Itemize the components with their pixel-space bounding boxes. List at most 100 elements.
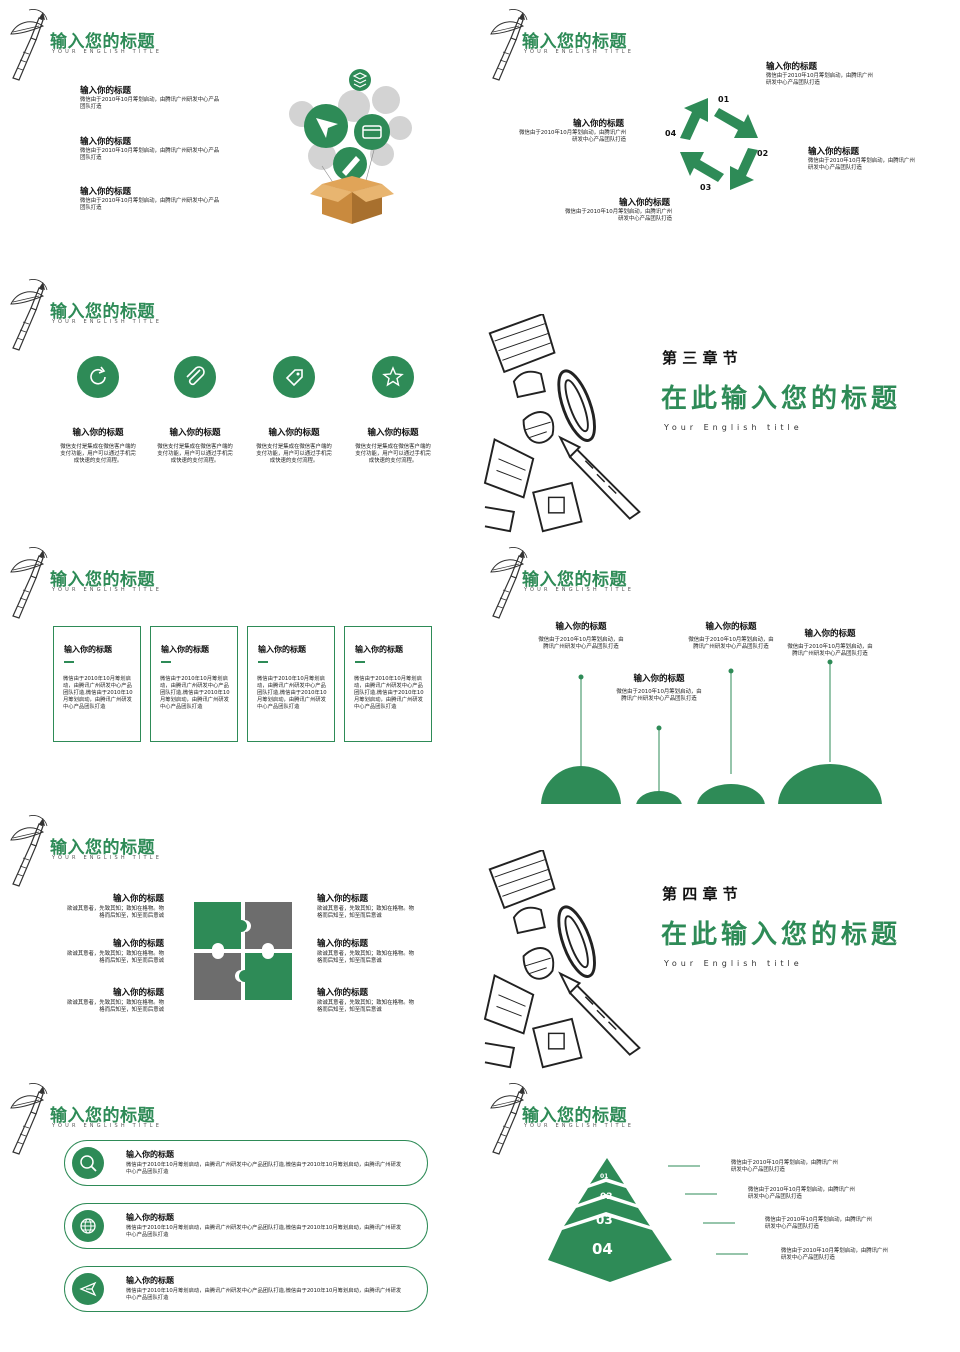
item-text: 微信支付是集成在微信客户端的支付功能，用户可以通过手机完成快速的支付流程。 [157,444,233,464]
brush-leaf-illustration [10,546,48,619]
slide-subtitle: YOUR ENGLISH TITLE [524,587,635,593]
item-text: 微信由于2010年10月筹划启动，由腾讯广州研发中心产品团队打造 [731,1160,838,1173]
item-text: 微信支付是集成在微信客户端的支付功能，用户可以通过手机完成快速的支付流程。 [256,444,332,464]
item-title: 输入你的标题 [367,428,419,438]
card-divider [64,661,74,663]
item-title: 输入你的标题 [618,198,670,208]
item-title: 输入你的标题 [317,939,369,949]
item-text: 微信由于2010年10月筹划启动，由腾讯广州研发中心产品团队打造 [766,73,873,86]
item-text: 欲诚其意者，先致其知；致知在格物。物格而后知至，知至而后意诚 [317,951,415,964]
card-text: 微信由于2010年10月筹划启动，由腾讯广州研发中心产品团队打造,微信由于201… [354,676,424,710]
brush-leaf-illustration [10,814,48,887]
slide-1: 输入您的标题 YOUR ENGLISH TITLE 输入你的标题 微信由于201… [2,0,478,266]
item-text: 微信由于2010年10月筹划启动，由腾讯广州研发中心产品团队打造 [519,130,626,143]
slide-9: 输入您的标题 YOUR ENGLISH TITLE 输入你的标题 微信由于201… [2,1074,478,1340]
item-text: 微信由于2010年10月筹划启动，由腾讯广州研发中心产品团队打造 [616,689,702,702]
slide-chapter-4: 第 四 章 节 在此输入您的标题 Your English title [482,806,958,1072]
item-text: 微信支付是集成在微信客户端的支付功能，用户可以通过手机完成快速的支付流程。 [60,444,136,464]
card-divider [258,661,268,663]
chapter-number: 第 三 章 节 [662,349,738,367]
puzzle-illustration [194,902,292,1000]
item-title: 输入你的标题 [555,622,607,632]
item-title: 输入你的标题 [169,428,221,438]
item-title: 输入你的标题 [766,62,818,72]
item-title: 输入你的标题 [112,894,164,904]
card-text: 微信由于2010年10月筹划启动，由腾讯广州研发中心产品团队打造,微信由于201… [63,676,133,710]
chapter-number: 第 四 章 节 [662,885,738,903]
item-title: 输入你的标题 [705,622,757,632]
globe-icon [72,1210,104,1242]
cycle-number: 03 [700,183,711,192]
cycle-number: 02 [757,149,768,158]
slide-title: 输入您的标题 [50,302,155,322]
item-title: 输入你的标题 [808,147,860,157]
info-card: 输入你的标题 微信由于2010年10月筹划启动，由腾讯广州研发中心产品团队打造,… [344,626,432,742]
plane-icon [72,1273,104,1305]
slide-subtitle: YOUR ENGLISH TITLE [524,49,635,55]
item-text: 微信由于2010年10月筹划启动，由腾讯广州研发中心产品团队打造 [808,158,915,171]
item-text: 微信由于2010年10月筹划启动，由腾讯广州研发中心产品团队打造 [565,209,672,222]
card-title: 输入你的标题 [161,645,209,654]
star-icon [372,356,414,398]
pyramid-diagram: 01 02 03 04 [548,1158,672,1282]
item-title: 输入你的标题 [572,119,624,129]
item-title: 输入你的标题 [112,988,164,998]
pyramid-level: 01 [600,1173,608,1180]
list-item: 输入你的标题 微信由于2010年10月筹划启动，由腾讯广州研发中心产品团队打造,… [64,1140,428,1186]
item-title: 输入你的标题 [126,1276,174,1285]
item-title: 输入你的标题 [80,187,132,197]
slide-subtitle: YOUR ENGLISH TITLE [52,319,163,325]
refresh-icon [77,356,119,398]
slide-title: 输入您的标题 [522,1106,627,1126]
item-title: 输入你的标题 [126,1150,174,1159]
stationery-sketch-illustration [483,850,641,1069]
slide-subtitle: YOUR ENGLISH TITLE [52,855,163,861]
slide-5: 输入您的标题 YOUR ENGLISH TITLE 输入你的标题 微信由于201… [2,538,478,804]
item-text: 微信由于2010年10月筹划启动，由腾讯广州研发中心产品团队打造 [80,97,220,110]
slide-subtitle: YOUR ENGLISH TITLE [52,49,163,55]
card-title: 输入你的标题 [64,645,112,654]
info-card: 输入你的标题 微信由于2010年10月筹划启动，由腾讯广州研发中心产品团队打造,… [247,626,335,742]
slide-chapter-3: 第 三 章 节 在此输入您的标题 Your English title [482,270,958,536]
brush-leaf-illustration [10,278,48,351]
item-text: 微信由于2010年10月筹划启动，由腾讯广州研发中心产品团队打造 [765,1217,872,1230]
item-title: 输入你的标题 [804,629,856,639]
card-divider [355,661,365,663]
info-card: 输入你的标题 微信由于2010年10月筹划启动，由腾讯广州研发中心产品团队打造,… [150,626,238,742]
pyramid-level: 02 [600,1192,613,1202]
item-text: 微信由于2010年10月筹划启动，由腾讯广州研发中心产品团队打造 [748,1187,855,1200]
slide-title: 输入您的标题 [50,32,155,52]
card-text: 微信由于2010年10月筹划启动，由腾讯广州研发中心产品团队打造,微信由于201… [257,676,327,710]
list-item: 输入你的标题 微信由于2010年10月筹划启动，由腾讯广州研发中心产品团队打造,… [64,1266,428,1312]
item-text: 微信由于2010年10月筹划启动，由腾讯广州研发中心产品团队打造,微信由于201… [126,1162,402,1175]
slide-subtitle: YOUR ENGLISH TITLE [524,1123,635,1129]
item-text: 微信由于2010年10月筹划启动，由腾讯广州研发中心产品团队打造 [80,198,220,211]
slide-title: 输入您的标题 [50,838,155,858]
item-text: 微信由于2010年10月筹划启动，由腾讯广州研发中心产品团队打造,微信由于201… [126,1288,402,1301]
slide-title: 输入您的标题 [50,1106,155,1126]
item-text: 微信由于2010年10月筹划启动，由腾讯广州研发中心产品团队打造 [781,1248,888,1261]
chapter-title: 在此输入您的标题 [661,920,902,950]
slide-subtitle: YOUR ENGLISH TITLE [52,587,163,593]
cycle-number: 04 [665,129,677,138]
item-text: 微信由于2010年10月筹划启动，由腾讯广州研发中心产品团队打造,微信由于201… [126,1225,402,1238]
item-text: 欲诚其意者，先致其知；致知在格物。物格而后知至，知至而后意诚 [317,1000,415,1013]
item-title: 输入你的标题 [268,428,320,438]
card-title: 输入你的标题 [258,645,306,654]
item-text: 欲诚其意者，先致其知；致知在格物。物格而后知至，知至而后意诚 [317,906,415,919]
pyramid-level: 04 [592,1240,613,1258]
item-title: 输入你的标题 [72,428,124,438]
item-text: 微信由于2010年10月筹划启动，由腾讯广州研发中心产品团队打造 [787,644,873,657]
paperclip-icon [174,356,216,398]
item-title: 输入你的标题 [80,137,132,147]
item-title: 输入你的标题 [633,674,685,684]
brush-leaf-illustration [10,1082,48,1155]
slide-subtitle: YOUR ENGLISH TITLE [52,1123,163,1129]
search-icon [72,1147,104,1179]
cycle-arrows-diagram: 01 02 03 04 [665,95,768,192]
balloon-box-illustration [289,69,412,224]
slide-title: 输入您的标题 [50,570,155,590]
card-text: 微信由于2010年10月筹划启动，由腾讯广州研发中心产品团队打造,微信由于201… [160,676,230,710]
slide-title: 输入您的标题 [522,32,627,52]
slide-10: 输入您的标题 YOUR ENGLISH TITLE 01 02 03 04 微信… [482,1074,958,1340]
